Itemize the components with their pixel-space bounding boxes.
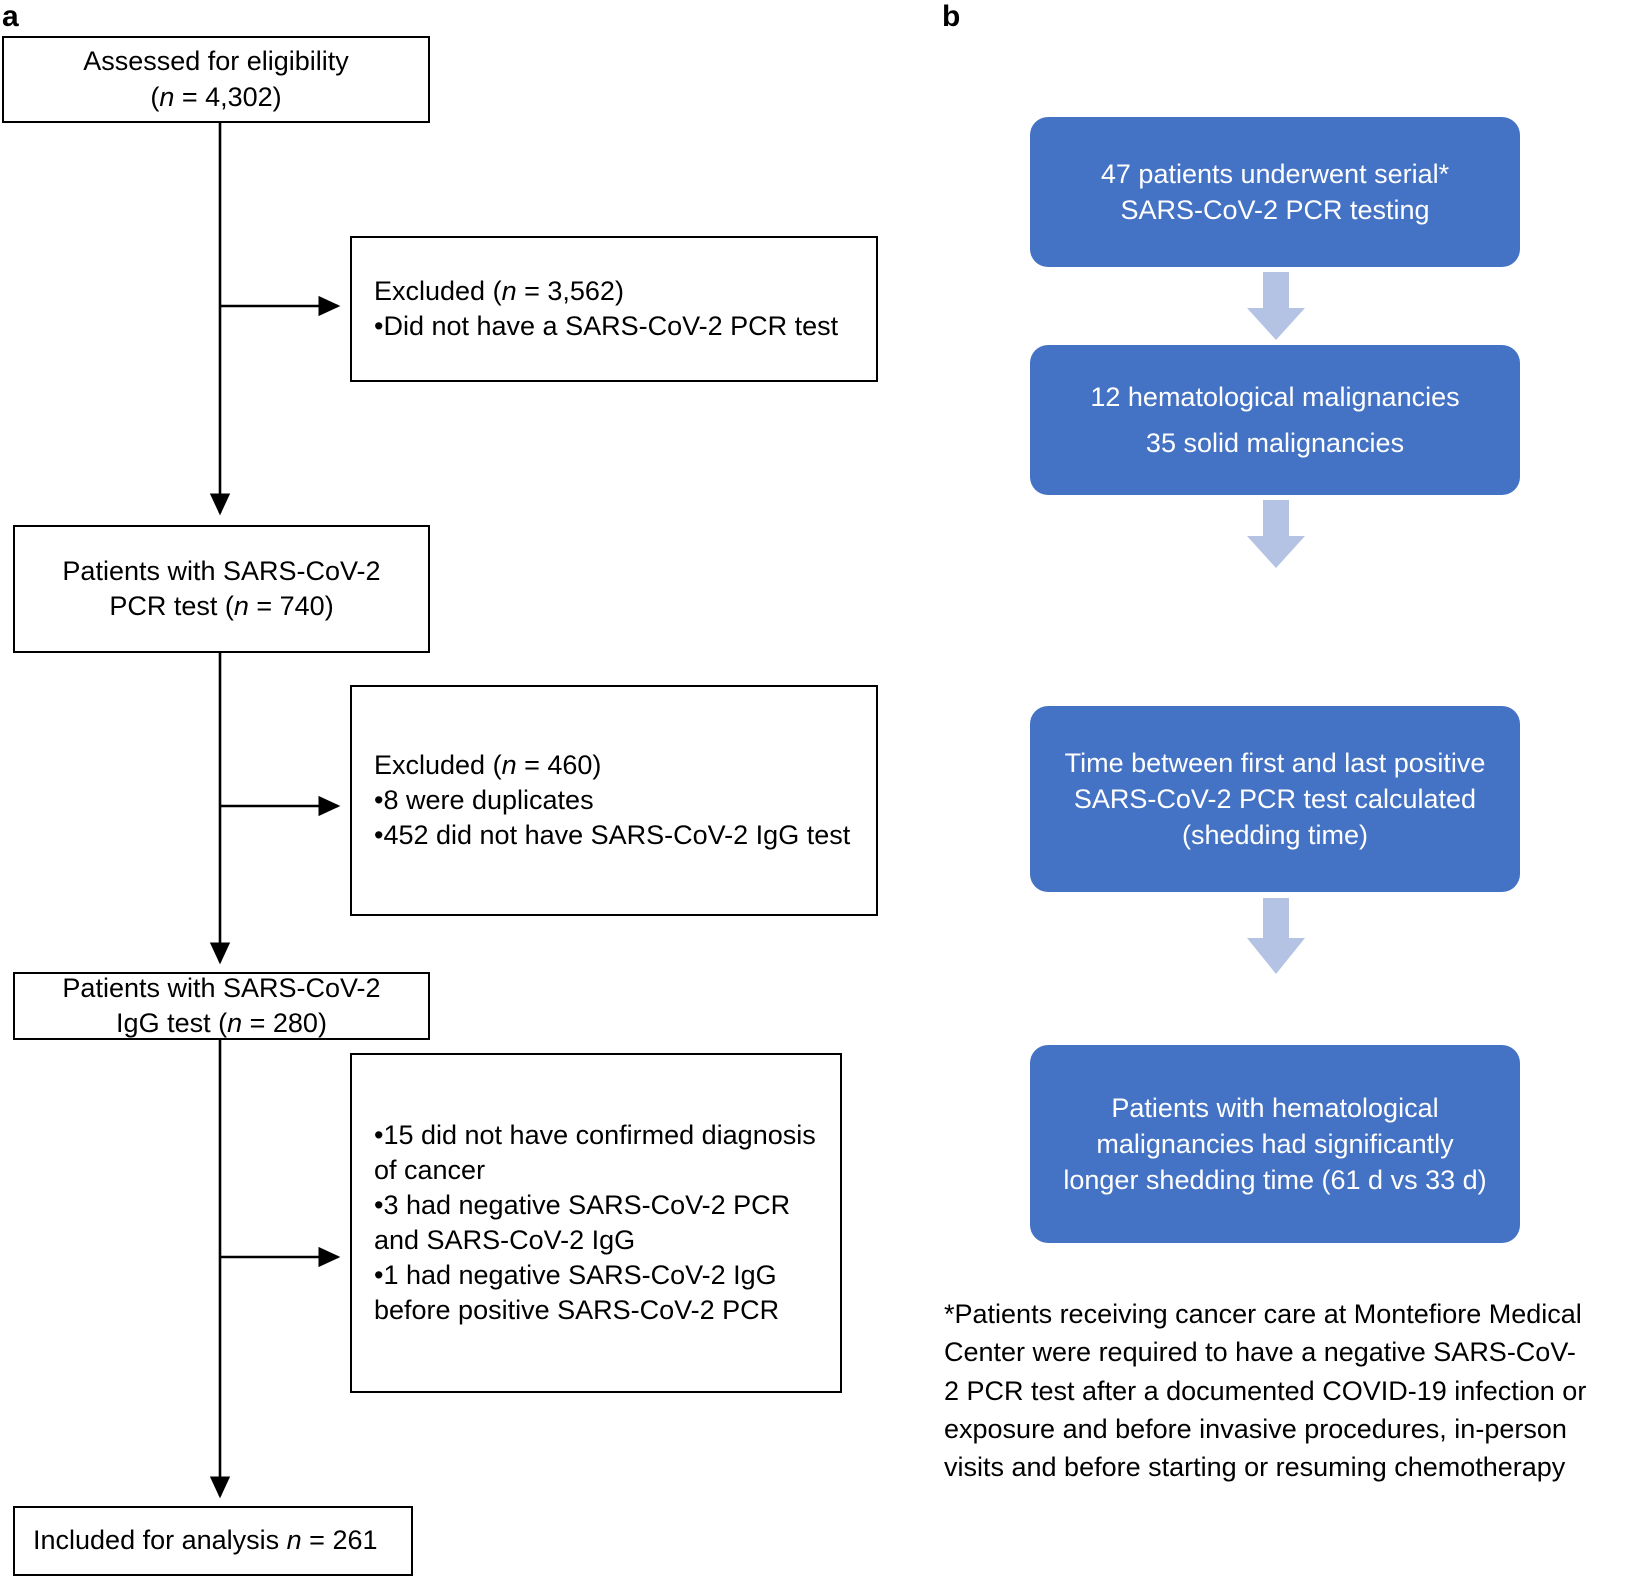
excluded-3-bullet-3: •1 had negative SARS-CoV-2 IgG before po… <box>374 1260 780 1326</box>
panel-b-label: b <box>942 0 961 33</box>
down-arrow-icon-1 <box>1247 272 1305 340</box>
igg-line-1: Patients with SARS-CoV-2 <box>62 972 381 1003</box>
assessed-line-2: (n = 4,302) <box>150 81 282 112</box>
panel-b-footnote: *Patients receiving cancer care at Monte… <box>944 1299 1587 1483</box>
box-excluded-3: •15 did not have confirmed diagnosis of … <box>350 1053 842 1393</box>
blue-box-step-3: Time between first and last positive SAR… <box>1030 706 1520 892</box>
step-4-text: Patients with hematological malignancies… <box>1063 1092 1487 1196</box>
excluded-1-bullet-1: •Did not have a SARS-CoV-2 PCR test <box>374 311 839 341</box>
box-assessed-for-eligibility: Assessed for eligibility (n = 4,302) <box>2 36 430 123</box>
step-2-line-2: 35 solid malignancies <box>1145 428 1405 458</box>
excluded-2-heading: Excluded (n = 460) <box>374 749 602 780</box>
box-excluded-1: Excluded (n = 3,562) •Did not have a SAR… <box>350 236 878 382</box>
panel-a-label: a <box>2 0 19 33</box>
step-3-text: Time between first and last positive SAR… <box>1064 747 1486 851</box>
pcr-line-1: Patients with SARS-CoV-2 <box>62 555 381 586</box>
box-patients-with-igg-test: Patients with SARS-CoV-2 IgG test (n = 2… <box>13 972 430 1040</box>
blue-box-step-4: Patients with hematological malignancies… <box>1030 1045 1520 1243</box>
excluded-3-bullet-2: •3 had negative SARS-CoV-2 PCR and SARS-… <box>374 1189 791 1255</box>
step-2-line-1: 12 hematological malignancies <box>1090 381 1460 412</box>
excluded-1-heading: Excluded (n = 3,562) <box>374 275 624 306</box>
assessed-line-1: Assessed for eligibility <box>83 46 349 77</box>
blue-box-step-2: 12 hematological malignancies 35 solid m… <box>1030 345 1520 495</box>
step-1-text: 47 patients underwent serial* SARS-CoV-2… <box>1100 158 1450 225</box>
included-line: Included for analysis n = 261 <box>33 1525 378 1556</box>
down-arrow-icon-3 <box>1247 898 1305 974</box>
igg-line-2: IgG test (n = 280) <box>116 1008 327 1038</box>
pcr-line-2: PCR test (n = 740) <box>109 591 334 621</box>
blue-box-step-1: 47 patients underwent serial* SARS-CoV-2… <box>1030 117 1520 267</box>
box-patients-with-pcr-test: Patients with SARS-CoV-2 PCR test (n = 7… <box>13 525 430 653</box>
down-arrow-icon-2 <box>1247 500 1305 568</box>
box-included-for-analysis: Included for analysis n = 261 <box>13 1506 413 1576</box>
excluded-2-bullet-1: •8 were duplicates <box>374 784 594 815</box>
box-excluded-2: Excluded (n = 460) •8 were duplicates •4… <box>350 685 878 916</box>
step-2-body: 12 hematological malignancies 35 solid m… <box>1056 379 1494 461</box>
excluded-3-bullet-1: •15 did not have confirmed diagnosis of … <box>374 1119 816 1185</box>
excluded-2-bullet-2: •452 did not have SARS-CoV-2 IgG test <box>374 820 851 851</box>
